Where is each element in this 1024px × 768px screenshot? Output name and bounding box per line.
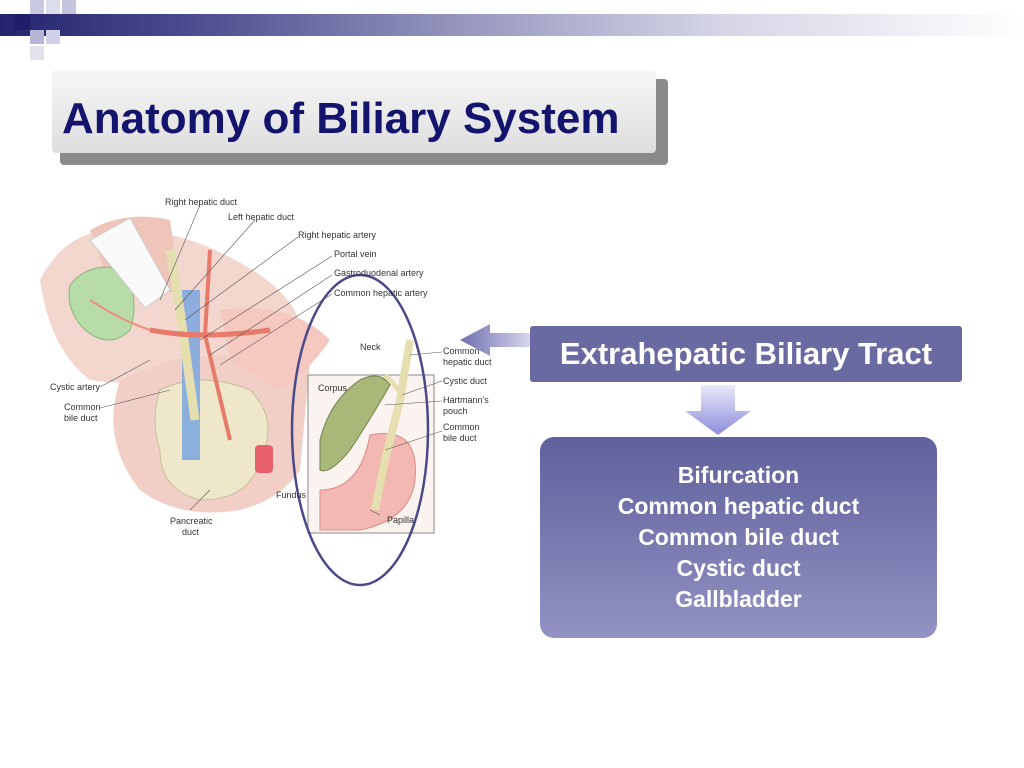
biliary-anatomy-diagram: Right hepatic duct Left hepatic duct Rig… — [40, 197, 492, 587]
label-common-bile-duct-right-1: Common — [443, 422, 480, 432]
components-list: Bifurcation Common hepatic duct Common b… — [540, 460, 937, 615]
label-pancreatic-duct-1: Pancreatic — [170, 516, 213, 526]
label-cystic-duct: Cystic duct — [443, 376, 488, 386]
duodenum-section — [255, 445, 273, 473]
label-neck: Neck — [360, 342, 381, 352]
white-band — [89, 217, 171, 309]
label-corpus: Corpus — [318, 383, 348, 393]
header-square-light — [46, 0, 60, 14]
gallbladder-left — [68, 266, 135, 341]
list-item: Cystic duct — [676, 555, 801, 581]
down-arrow-icon — [685, 385, 751, 435]
label-common-bile-duct-left-2: bile duct — [64, 413, 98, 423]
label-papilla: Papilla — [387, 515, 414, 525]
list-item: Gallbladder — [675, 586, 802, 612]
label-common-hepatic-artery: Common hepatic artery — [334, 288, 428, 298]
header-square-light — [30, 30, 44, 44]
stomach-shape — [220, 308, 330, 390]
list-item: Bifurcation — [677, 462, 800, 488]
label-hartmanns-pouch-2: pouch — [443, 406, 468, 416]
label-right-hepatic-artery: Right hepatic artery — [298, 230, 377, 240]
label-hartmanns-pouch-1: Hartmann's — [443, 395, 489, 405]
label-left-hepatic-duct: Left hepatic duct — [228, 212, 295, 222]
label-fundus: Fundus — [276, 490, 307, 500]
inset-cystic-duct — [383, 373, 405, 397]
label-cystic-artery: Cystic artery — [50, 382, 101, 392]
label-common-hepatic-duct-1: Common — [443, 346, 480, 356]
inset-duodenum — [319, 433, 416, 531]
label-common-bile-duct-right-2: bile duct — [443, 433, 477, 443]
tract-label: Extrahepatic Biliary Tract — [559, 336, 933, 371]
label-portal-vein: Portal vein — [334, 249, 377, 259]
bile-duct-main — [165, 249, 200, 421]
label-common-bile-duct-left-1: Common — [64, 402, 101, 412]
inset-duct — [371, 339, 414, 511]
inset-gallbladder — [319, 375, 391, 472]
header-square-light — [30, 46, 44, 60]
left-arrow-icon — [460, 324, 532, 356]
list-item: Common hepatic duct — [617, 493, 860, 519]
artery-small — [89, 299, 151, 331]
label-common-hepatic-duct-2: hepatic duct — [443, 357, 492, 367]
header-gradient-bar — [0, 14, 1024, 36]
artery-branch — [202, 249, 232, 441]
title-box — [52, 70, 656, 153]
label-right-hepatic-duct: Right hepatic duct — [165, 197, 238, 207]
header-square-light — [46, 30, 60, 44]
components-box — [540, 437, 937, 638]
header-square-light — [62, 0, 76, 14]
label-pancreatic-duct-2: duct — [182, 527, 200, 537]
tract-label-box — [530, 326, 962, 382]
highlight-ellipse — [290, 273, 430, 587]
list-item: Common bile duct — [638, 524, 839, 550]
header-square-dark — [14, 14, 30, 30]
page-title: Anatomy of Biliary System — [62, 94, 620, 143]
header-square-light — [30, 0, 44, 14]
label-gastroduodenal-artery: Gastroduodenal artery — [334, 268, 424, 278]
